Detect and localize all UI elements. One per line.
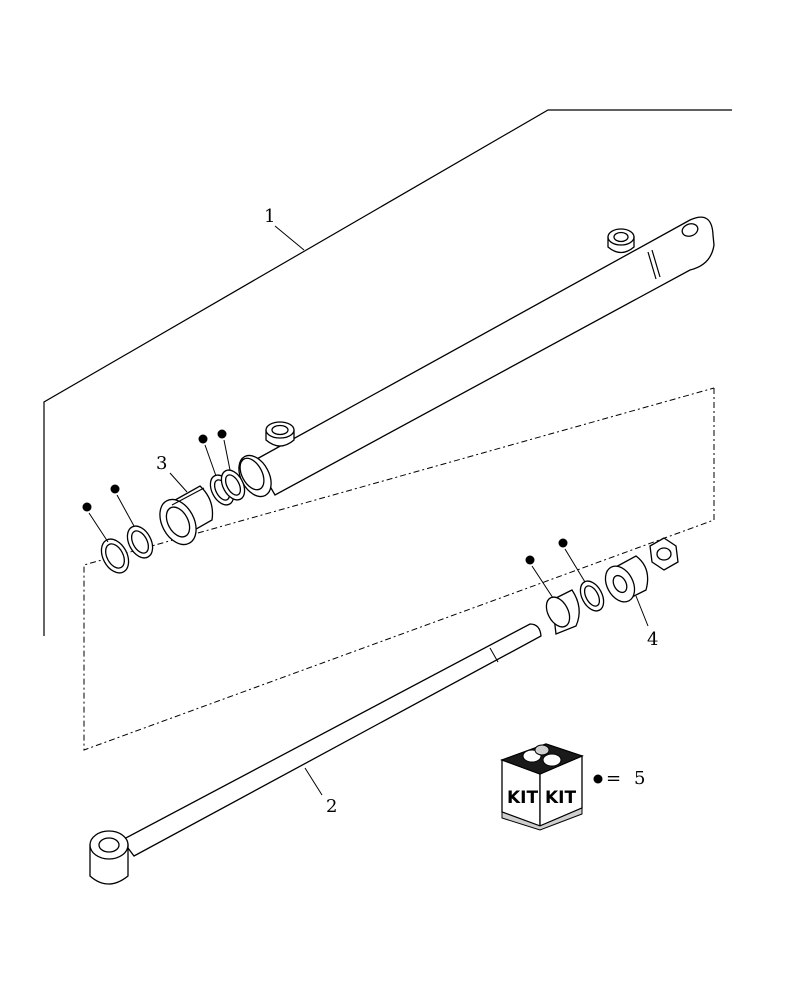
kit-markers-right — [525, 538, 586, 599]
port-rod-end — [265, 421, 295, 447]
kit-box-icon: KIT KIT — [500, 743, 584, 831]
seal-rings-left — [100, 469, 246, 574]
leader-3 — [169, 472, 188, 493]
kit-legend-item: 5 — [634, 768, 645, 789]
leader-4 — [635, 595, 649, 627]
kit-legend-equals: = — [606, 768, 621, 789]
kit-markers-left — [82, 429, 231, 543]
callout-item-3: 3 — [156, 453, 167, 474]
cylinder-barrel — [238, 216, 715, 498]
kit-legend-dot — [593, 774, 603, 784]
piston-rod — [89, 623, 542, 885]
callout-item-4: 4 — [647, 629, 658, 650]
item-1-bracket — [43, 109, 732, 636]
gland — [159, 485, 214, 546]
piston-parts — [545, 537, 679, 635]
port-cap-end — [607, 228, 635, 254]
callout-item-2: 2 — [326, 796, 337, 817]
assembly-outline — [83, 387, 715, 751]
kit-label-left: KIT — [507, 788, 538, 808]
callout-item-1: 1 — [264, 206, 275, 227]
kit-label-right: KIT — [545, 788, 576, 808]
leader-2 — [304, 767, 323, 796]
